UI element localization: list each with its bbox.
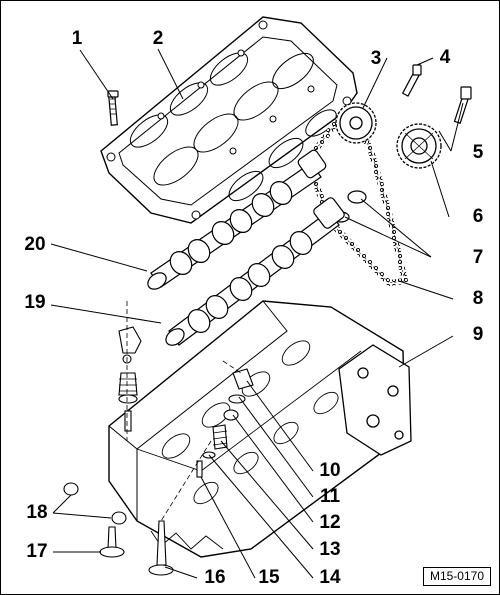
- camshaft-housing: [100, 16, 358, 224]
- callout-1: 1: [71, 28, 83, 49]
- camshaft-lower: [165, 197, 345, 346]
- callout-8: 8: [472, 288, 484, 309]
- callout-18: 18: [26, 502, 48, 523]
- camshaft-adjuster-6: [396, 123, 442, 169]
- callout-6: 6: [472, 206, 484, 227]
- callout-20: 20: [24, 234, 46, 255]
- callout-9: 9: [472, 324, 484, 345]
- leader-lines: [50, 48, 464, 579]
- callout-5: 5: [472, 142, 484, 163]
- gasket-9: [338, 344, 412, 456]
- callout-16: 16: [204, 567, 226, 588]
- reference-code: M15-0170: [422, 567, 491, 586]
- callout-11: 11: [319, 486, 341, 507]
- callout-15: 15: [258, 567, 280, 588]
- callout-19: 19: [24, 292, 46, 313]
- bolt-1: [107, 90, 119, 126]
- callout-13: 13: [319, 539, 341, 560]
- callout-14: 14: [319, 567, 341, 588]
- camshaft-upper: [147, 149, 327, 290]
- callout-4: 4: [439, 47, 451, 68]
- bolt-4: [401, 64, 422, 97]
- callout-10: 10: [319, 460, 341, 481]
- callout-12: 12: [319, 512, 341, 533]
- callout-17: 17: [26, 541, 48, 562]
- callout-7: 7: [472, 247, 484, 268]
- sprocket-3: [335, 102, 377, 144]
- callout-2: 2: [152, 28, 164, 49]
- valve-train-parts: [63, 326, 254, 576]
- callout-3: 3: [370, 48, 382, 69]
